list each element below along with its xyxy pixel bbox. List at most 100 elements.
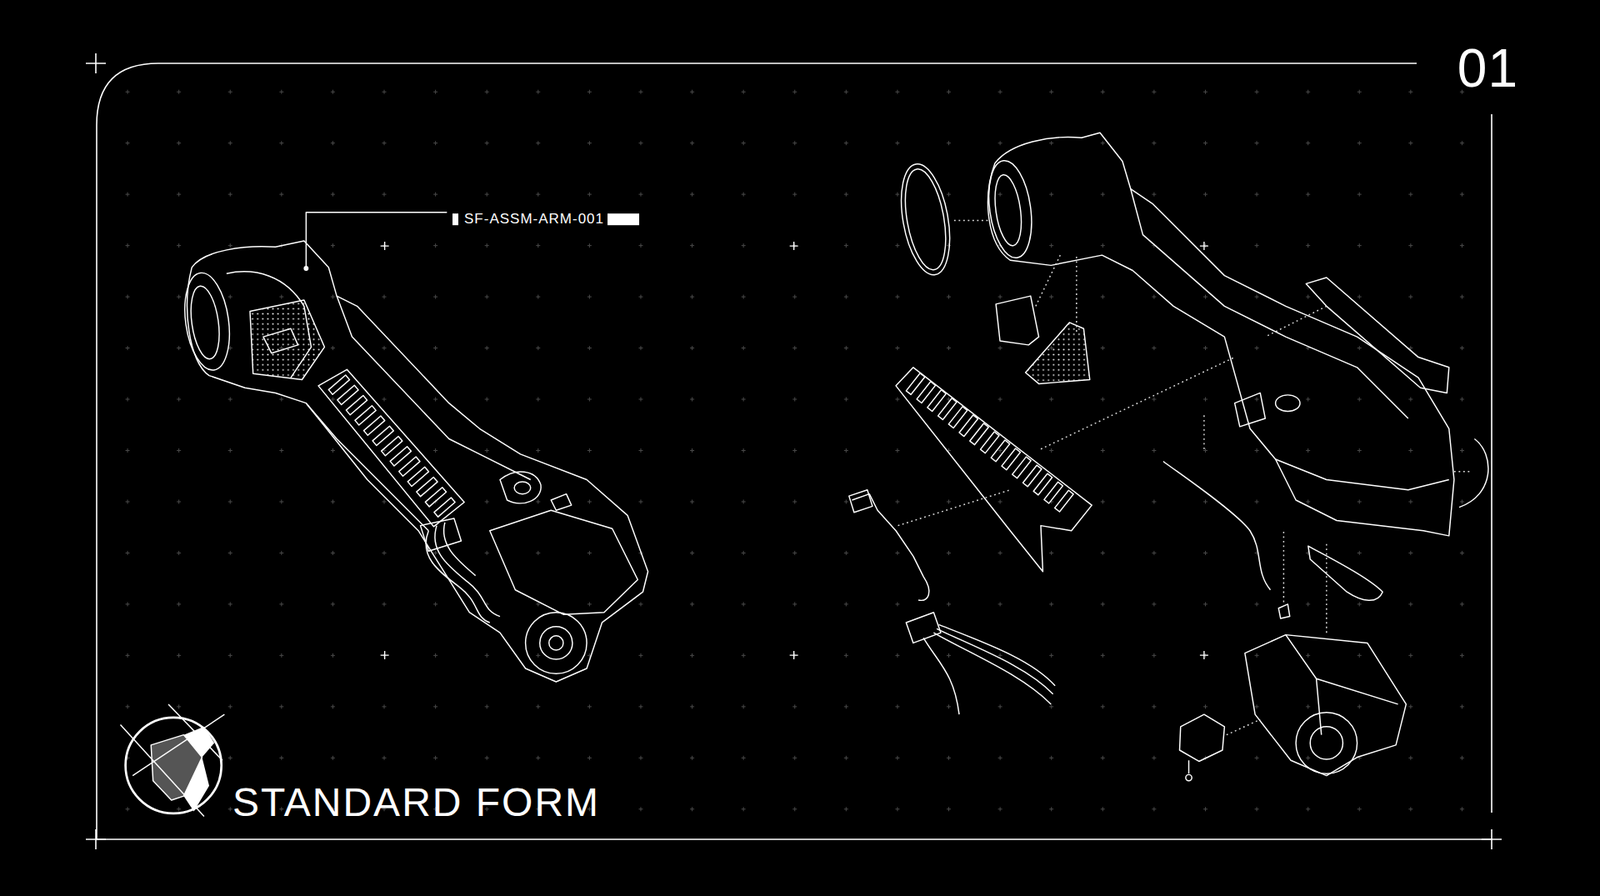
grid-mark [690, 397, 695, 402]
grid-mark [1049, 140, 1054, 145]
grid-mark [1305, 806, 1310, 811]
grid-mark [1151, 806, 1156, 811]
grid-mark [587, 397, 592, 402]
wheel-axle [549, 635, 564, 650]
grille [328, 375, 455, 517]
assembly-leader [1265, 305, 1326, 337]
grid-mark [330, 397, 335, 402]
grid-mark [228, 550, 233, 555]
connector-cable [851, 494, 929, 601]
retaining-ring [893, 160, 957, 279]
grid-mark [176, 499, 181, 504]
grid-mark [1460, 192, 1465, 197]
grid-mark [535, 448, 540, 453]
grid-mark [690, 499, 695, 504]
grid-mark [125, 345, 130, 350]
grid-mark [741, 448, 746, 453]
technical-illustration [120, 132, 1488, 816]
grid-mark [228, 806, 233, 811]
grid-mark [1408, 243, 1413, 248]
grid-mark [1357, 653, 1362, 658]
grid-mark [279, 192, 284, 197]
housing-hole [514, 481, 531, 495]
grid-mark [844, 653, 849, 658]
grid-mark [638, 499, 643, 504]
grid-mark [1357, 345, 1362, 350]
grid-mark [176, 704, 181, 709]
grid-mark [176, 295, 181, 300]
arm-shell [988, 132, 1455, 536]
grid-mark [279, 653, 284, 658]
grid-mark [1305, 755, 1310, 760]
grid-mark [1255, 90, 1260, 95]
connector-plug [849, 490, 873, 513]
grid-mark [1100, 345, 1105, 350]
joint-ring [179, 270, 235, 374]
grid-mark [998, 90, 1003, 95]
grid-mark [535, 192, 540, 197]
grid-cross [1200, 241, 1209, 250]
grid-mark [690, 90, 695, 95]
wheel [525, 612, 587, 674]
grid-mark [638, 448, 643, 453]
grid-mark [1049, 243, 1054, 248]
grid-mark [1305, 295, 1310, 300]
grid-mark [1408, 755, 1413, 760]
grid-mark [1049, 397, 1054, 402]
grille-cell [927, 390, 946, 412]
leader-dot [304, 266, 308, 270]
gear-housing [490, 510, 639, 615]
grid-mark [1255, 499, 1260, 504]
assembly-leader [1203, 413, 1205, 450]
grid-mark [844, 243, 849, 248]
grid-mark [1100, 192, 1105, 197]
grid-mark [176, 243, 181, 248]
grid-mark [279, 448, 284, 453]
grid-mark [1151, 295, 1156, 300]
grid-mark [998, 550, 1003, 555]
grid-mark [690, 448, 695, 453]
grid-mark [1151, 499, 1156, 504]
connector [420, 518, 461, 551]
grid-mark [792, 806, 797, 811]
grid-mark [690, 704, 695, 709]
grid-mark [125, 806, 130, 811]
grid-mark [279, 397, 284, 402]
grid-mark [998, 140, 1003, 145]
grid-mark [792, 140, 797, 145]
grid-mark [844, 499, 849, 504]
grid-mark [741, 806, 746, 811]
grid-mark [690, 140, 695, 145]
grid-mark [279, 499, 284, 504]
grille-cell [980, 431, 1000, 454]
grid-mark [638, 601, 643, 606]
grid-mark [176, 653, 181, 658]
grid-mark [125, 448, 130, 453]
grid-mark [1357, 499, 1362, 504]
grid-mark [330, 653, 335, 658]
grid-mark [535, 755, 540, 760]
shell-tab [1235, 392, 1266, 426]
grid-mark [1408, 140, 1413, 145]
grid-mark [535, 295, 540, 300]
grid-mark [1049, 704, 1054, 709]
pin [1278, 604, 1290, 619]
grid-mark [1049, 550, 1054, 555]
grid-mark [587, 499, 592, 504]
grid-mark [535, 550, 540, 555]
grid-mark [433, 243, 438, 248]
grille-cell [916, 381, 935, 404]
grid-mark [485, 140, 490, 145]
grid-mark [485, 243, 490, 248]
grid-mark [1460, 345, 1465, 350]
grid-mark [1100, 806, 1105, 811]
grid-mark [638, 140, 643, 145]
joint-ring [983, 157, 1038, 260]
grid-mark [382, 140, 387, 145]
grid-mark [1305, 653, 1310, 658]
grille-part [895, 367, 1092, 572]
assembly-leader [898, 220, 1470, 735]
grid-mark [1049, 295, 1054, 300]
grid-mark [1255, 653, 1260, 658]
